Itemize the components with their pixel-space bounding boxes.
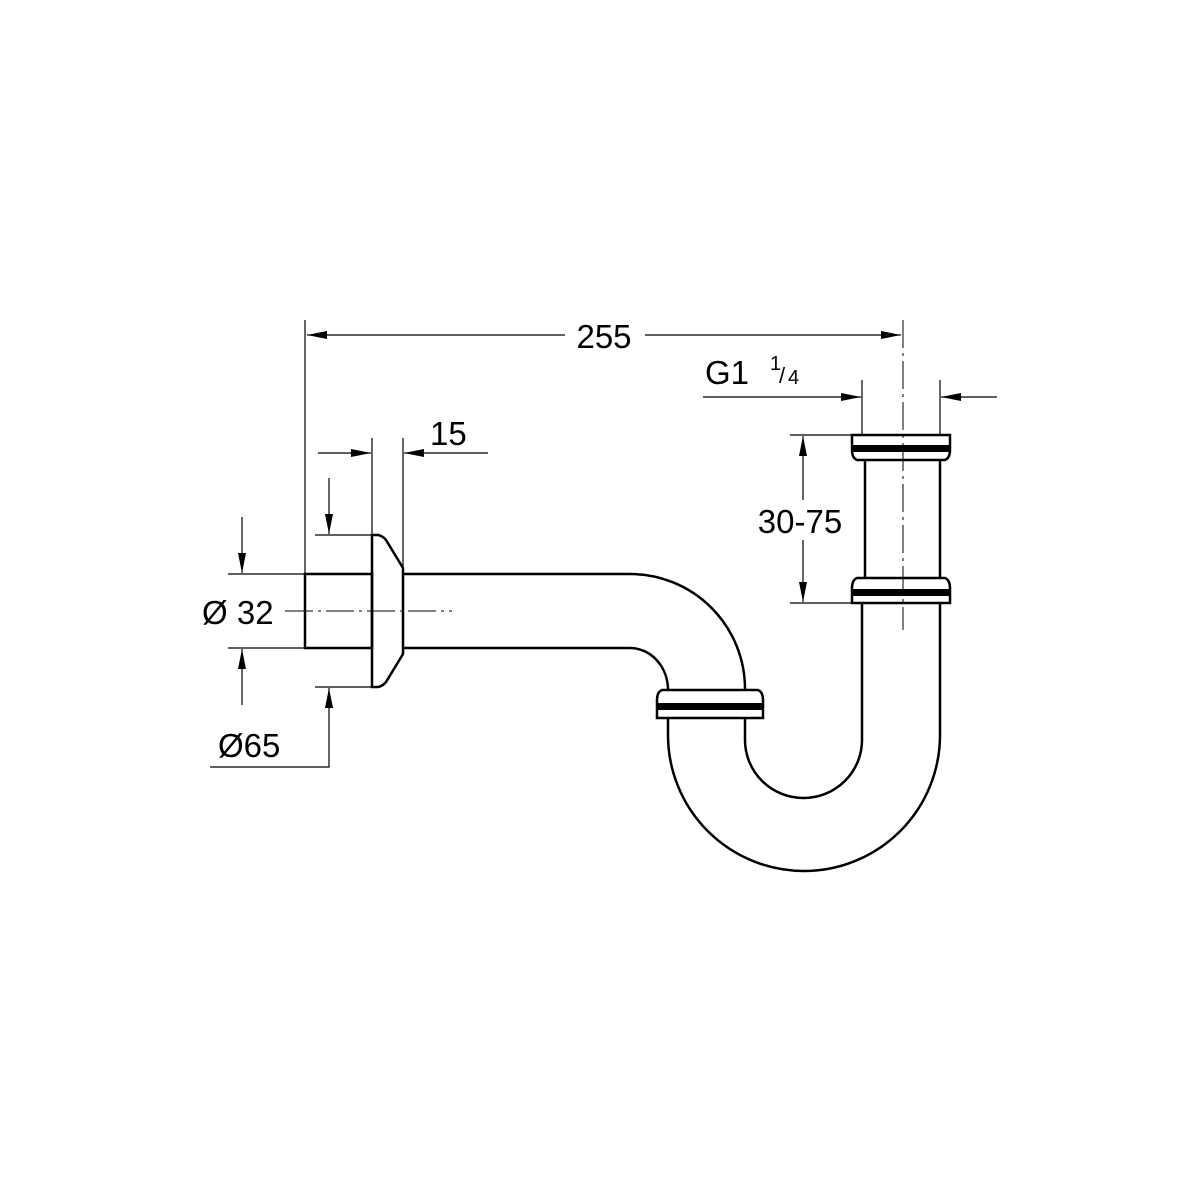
u-bend [666,603,942,873]
left-nut [655,688,765,720]
dim-pipe-diameter: Ø 32 [202,594,274,631]
dim-thread: G1 [705,354,749,391]
lower-nut [850,576,952,605]
rosette [370,533,405,689]
trap-outline [303,433,952,873]
dim-height-adjust: 30-75 [758,503,842,540]
dim-rosette-diameter: Ø65 [218,727,280,764]
dim-rosette-depth: 15 [430,415,467,452]
fraction-slash: / [779,363,786,388]
dimension-lines [210,320,997,768]
dim-overall-length: 255 [576,318,631,355]
dim-thread-fraction-den: 4 [788,367,799,389]
nut-seals [657,445,950,710]
vertical-pipe [863,460,942,578]
horizontal-pipe [403,572,747,691]
centerlines [285,320,904,630]
dim-thread-fraction-num: 1 [770,353,781,375]
